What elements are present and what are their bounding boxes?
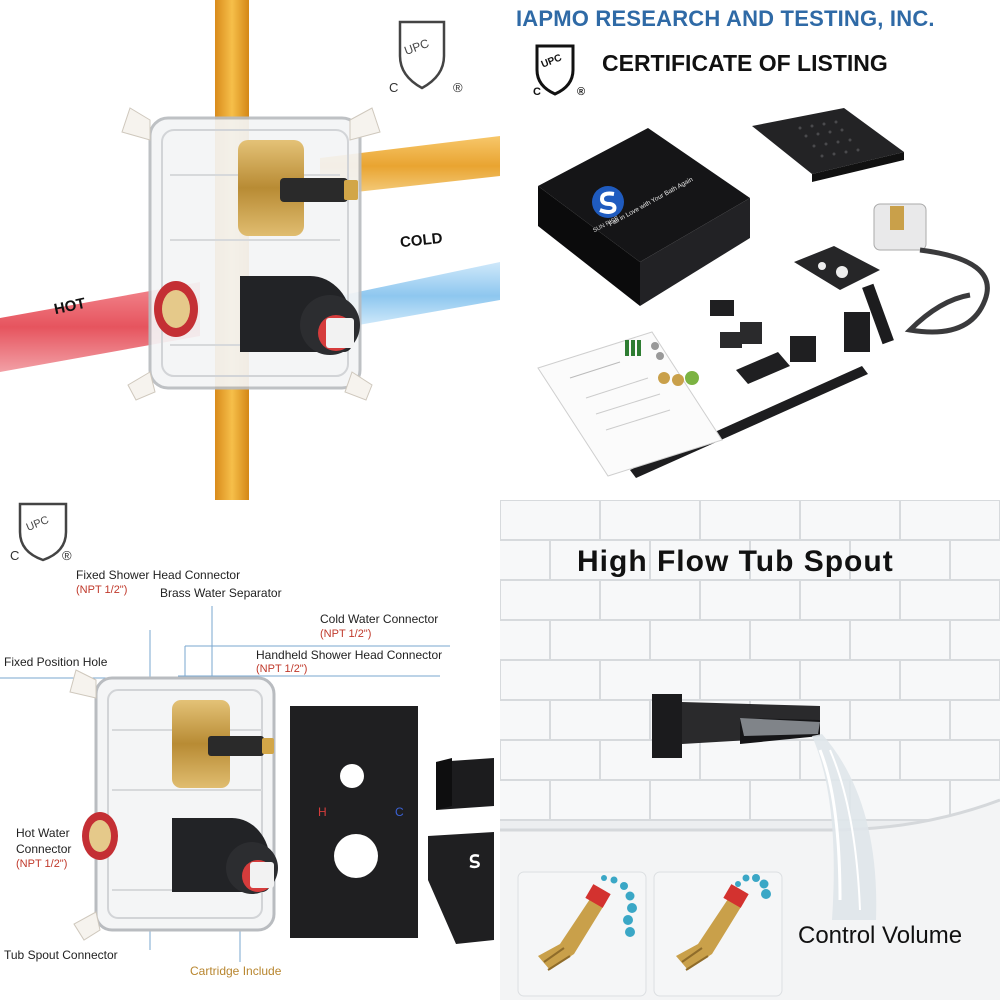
brass-water-separator-label: Brass Water Separator xyxy=(160,586,282,600)
tub-spout-panel xyxy=(500,500,1000,1000)
cold-pipe xyxy=(320,262,500,330)
valve-diagram-illustration xyxy=(0,606,494,962)
lever-logo-icon xyxy=(469,854,480,869)
plate-cold-mark: C xyxy=(395,805,404,819)
valve-pipes-panel: HOT COLD UPC C ® xyxy=(0,0,500,500)
kit-contents-illustration xyxy=(537,108,990,478)
flow-dots-icon-2 xyxy=(735,874,771,899)
control-volume-label: Control Volume xyxy=(798,922,963,949)
diagram-lever-handle xyxy=(428,832,494,944)
diagram-upc-registered: ® xyxy=(62,548,72,563)
handheld-connector-spec: (NPT 1/2") xyxy=(256,663,308,675)
certificate-org-title: IAPMO RESEARCH AND TESTING, INC. xyxy=(516,6,935,31)
fixed-position-hole-label: Fixed Position Hole xyxy=(4,655,108,669)
upc-registered-symbol: ® xyxy=(453,80,463,95)
upc-certificate-c-letter: C xyxy=(533,86,541,98)
cartridge-icon-1 xyxy=(538,884,611,971)
square-shower-head xyxy=(752,108,904,182)
upc-certificate-shield-icon xyxy=(535,44,575,96)
valve-pipes-illustration xyxy=(0,0,500,500)
brand-logo-icon xyxy=(592,186,624,218)
cartridge-icon-2 xyxy=(676,884,749,971)
tub-spout-illustration xyxy=(500,500,1000,1000)
product-box xyxy=(538,128,750,306)
orange-pipe xyxy=(320,136,500,196)
trim-plate xyxy=(794,246,880,290)
brass-diverter xyxy=(238,140,304,236)
high-flow-tub-spout-title: High Flow Tub Spout xyxy=(577,545,894,578)
tub-spout-connector-label: Tub Spout Connector xyxy=(4,948,118,962)
diagram-upc-shield-icon xyxy=(18,502,68,562)
diagram-trim-plate xyxy=(290,706,418,938)
valve-diagram-panel: H C UPC C ® Fixed Shower Head Connector … xyxy=(0,500,500,1000)
hot-water-connector-spec: (NPT 1/2") xyxy=(16,858,68,870)
flow-dots-icon-1 xyxy=(601,875,637,937)
upc-certificate-registered: ® xyxy=(577,86,586,98)
diagram-upc-c-letter: C xyxy=(10,548,20,563)
upc-c-letter: C xyxy=(389,80,399,95)
hot-water-connector-label-line1: Hot Water xyxy=(16,826,70,840)
wall-tiles xyxy=(500,500,1000,821)
cartridge-include-label: Cartridge Include xyxy=(190,964,282,978)
upc-shield-icon xyxy=(398,20,446,90)
cold-water-connector-label: Cold Water Connector xyxy=(320,612,439,626)
waterfall-spout xyxy=(652,694,820,758)
shower-hose xyxy=(904,247,990,335)
hot-water-connector-label-line2: Connector xyxy=(16,842,72,856)
instruction-manual xyxy=(537,331,723,477)
kit-contents-panel: SUN RISE Fall in Love with Your Bath Aga… xyxy=(500,0,1000,500)
fixed-shower-head-connector-spec: (NPT 1/2") xyxy=(76,584,128,596)
certificate-subtitle: CERTIFICATE OF LISTING xyxy=(602,50,888,76)
handheld-connector-label: Handheld Shower Head Connector xyxy=(256,648,443,662)
fixed-shower-head-connector-label: Fixed Shower Head Connector xyxy=(76,568,241,582)
plate-hot-mark: H xyxy=(318,805,327,819)
cold-water-connector-spec: (NPT 1/2") xyxy=(320,628,372,640)
